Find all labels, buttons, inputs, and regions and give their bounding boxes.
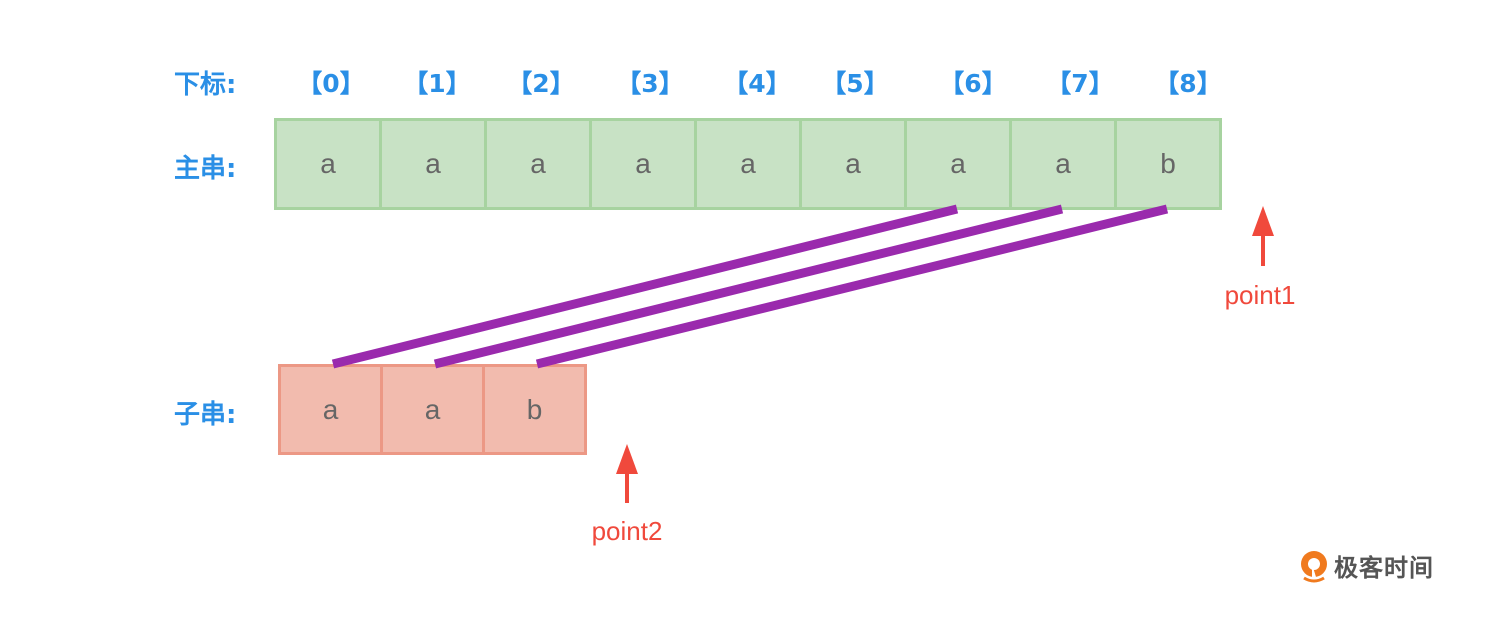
index-label: 【0】 — [297, 69, 365, 98]
connector-line — [535, 204, 1169, 369]
main-string-label: 主串: — [174, 154, 237, 184]
main-string-cell: a — [802, 121, 904, 207]
index-label: 【1】 — [403, 69, 471, 98]
index-label: 【3】 — [616, 69, 684, 98]
point2-arrow-icon — [616, 444, 638, 503]
connector-line — [331, 204, 959, 369]
main-string-cell: b — [1117, 121, 1219, 207]
index-label: 【2】 — [507, 69, 575, 98]
main-string-cell: a — [382, 121, 484, 207]
geektime-logo-icon — [1301, 550, 1327, 582]
connector-lines — [331, 204, 1169, 369]
main-string-cell: a — [697, 121, 799, 207]
point1-arrow-icon — [1252, 206, 1274, 266]
main-string-cell: a — [277, 121, 379, 207]
connector-line — [433, 204, 1064, 369]
index-label: 【6】 — [939, 69, 1007, 98]
pointer-arrows — [616, 206, 1274, 503]
sub-string-label: 子串: — [174, 400, 237, 430]
sub-string-cell: a — [383, 367, 482, 452]
point2-label: point2 — [591, 516, 663, 546]
point1-label: point1 — [1224, 280, 1296, 310]
index-label: 【7】 — [1046, 69, 1114, 98]
main-string-cell: a — [1012, 121, 1114, 207]
main-string-cell: a — [487, 121, 589, 207]
sub-string-cell: b — [485, 367, 584, 452]
index-label: 【8】 — [1154, 69, 1222, 98]
watermark-logo: 极客时间 — [1298, 548, 1434, 583]
index-row-label: 下标: — [174, 70, 237, 100]
index-label: 【4】 — [723, 69, 791, 98]
index-label: 【5】 — [821, 69, 889, 98]
sub-string-cell: a — [281, 367, 380, 452]
main-string-cell: a — [907, 121, 1009, 207]
main-string-cell: a — [592, 121, 694, 207]
watermark-text: 极客时间 — [1334, 554, 1434, 582]
